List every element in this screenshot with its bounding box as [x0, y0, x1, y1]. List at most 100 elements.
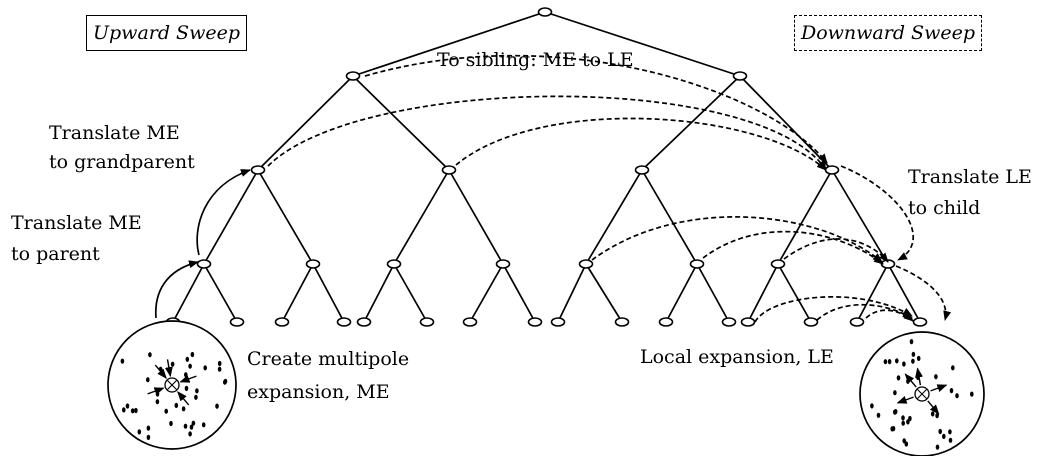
particle-dot — [189, 424, 194, 430]
particle-dot — [195, 388, 199, 394]
local-expansion-label: Local expansion, LE — [640, 346, 834, 368]
tree-edge — [777, 169, 833, 265]
target-particle-cluster — [859, 331, 985, 456]
particle-dot — [955, 393, 959, 399]
particle-dot — [181, 406, 186, 412]
translate-me-grandparent-line1: Translate ME — [49, 122, 180, 144]
tree-edge — [747, 263, 779, 323]
particle-dot — [902, 438, 906, 444]
tree-edge — [352, 11, 546, 77]
tree-edge — [557, 263, 587, 323]
tree-node — [274, 317, 290, 327]
particle-dot — [935, 444, 940, 450]
tree-edge — [856, 263, 889, 323]
particle-dot — [891, 426, 896, 432]
particle-dot — [916, 355, 921, 361]
downward-translate-arrow — [783, 238, 889, 263]
particle-clusters — [107, 320, 985, 456]
tree-edge — [393, 169, 450, 265]
particle-dot — [148, 352, 152, 358]
particle-dot — [901, 420, 905, 426]
tree-edge — [544, 11, 741, 77]
particle-dot — [201, 422, 206, 428]
tree-edge — [665, 263, 698, 323]
tree-node — [495, 259, 511, 269]
tree-node — [386, 259, 402, 269]
particle-dot — [125, 403, 130, 409]
particle-dot — [938, 428, 942, 435]
particle-dot — [174, 402, 179, 408]
field-arrow — [164, 359, 173, 378]
field-arrow — [154, 364, 167, 379]
particle-dot — [170, 361, 175, 367]
tree-node — [721, 317, 737, 327]
tree-edge — [585, 263, 623, 323]
downward-translate-arrow — [455, 117, 827, 171]
translate-le-child-line1: Translate LE — [908, 166, 1032, 188]
particle-dot — [188, 431, 192, 437]
tree-node — [689, 259, 705, 269]
particle-dot — [146, 434, 151, 440]
particle-dot — [948, 437, 953, 443]
particle-dot — [970, 391, 974, 397]
particle-dot — [188, 363, 192, 369]
tree-edge — [203, 169, 259, 265]
particle-dot — [164, 408, 168, 414]
field-arrow — [930, 384, 948, 392]
downward-translate-arrow — [591, 216, 883, 263]
create-me-line2: expansion, ME — [247, 381, 390, 403]
tree-node — [336, 317, 352, 327]
tree-node — [912, 317, 928, 327]
downward-sweep-legend: Downward Sweep — [794, 15, 982, 51]
tree-node — [634, 165, 650, 175]
tree-edge — [281, 263, 314, 323]
tree-node — [732, 71, 748, 81]
tree-node — [250, 165, 266, 175]
translate-me-parent-line1: Translate ME — [11, 212, 142, 234]
translate-le-child-line2: to child — [908, 197, 981, 219]
particle-dot — [184, 372, 188, 378]
particle-dot — [203, 365, 207, 371]
particle-dot — [130, 408, 135, 414]
field-arrow — [179, 375, 197, 383]
particle-dot — [215, 403, 219, 409]
particle-dot — [948, 429, 952, 435]
particle-dot — [911, 351, 916, 357]
particle-dot — [190, 351, 195, 358]
tree-edge — [312, 263, 345, 323]
tree-node — [550, 317, 566, 327]
tree-node — [345, 71, 361, 81]
particle-dot — [901, 415, 905, 421]
cross-mark — [917, 389, 927, 399]
cross-mark — [167, 380, 177, 390]
particle-dot — [911, 358, 915, 364]
translate-me-grandparent-line2: to grandparent — [49, 151, 195, 173]
particle-dot — [217, 366, 222, 372]
downward-translate-arrow — [267, 95, 827, 171]
particle-dot — [184, 385, 189, 391]
source-particle-cluster — [107, 320, 237, 450]
particle-dot — [883, 359, 888, 365]
tree-edge — [739, 75, 833, 171]
tree-node — [824, 165, 840, 175]
particle-dot — [194, 394, 198, 400]
tree-node — [462, 317, 478, 327]
tree-edge — [257, 75, 354, 171]
particle-dot — [930, 411, 935, 417]
downward-translate-arrow — [865, 309, 914, 322]
particle-dot — [909, 339, 914, 345]
tree-node — [305, 259, 321, 269]
particle-dot — [223, 379, 227, 385]
downward-translate-arrow — [895, 265, 952, 321]
field-arrow — [927, 400, 940, 415]
particle-dot — [934, 374, 938, 380]
field-arrow — [147, 387, 165, 395]
translation-arrows — [154, 54, 952, 323]
field-arrow — [904, 373, 917, 388]
sibling-label: To sibling: ME to LE — [437, 49, 634, 71]
tree-node — [578, 259, 594, 269]
tree-edge — [887, 263, 921, 323]
particle-dot — [155, 399, 160, 405]
tree-node — [614, 317, 630, 327]
